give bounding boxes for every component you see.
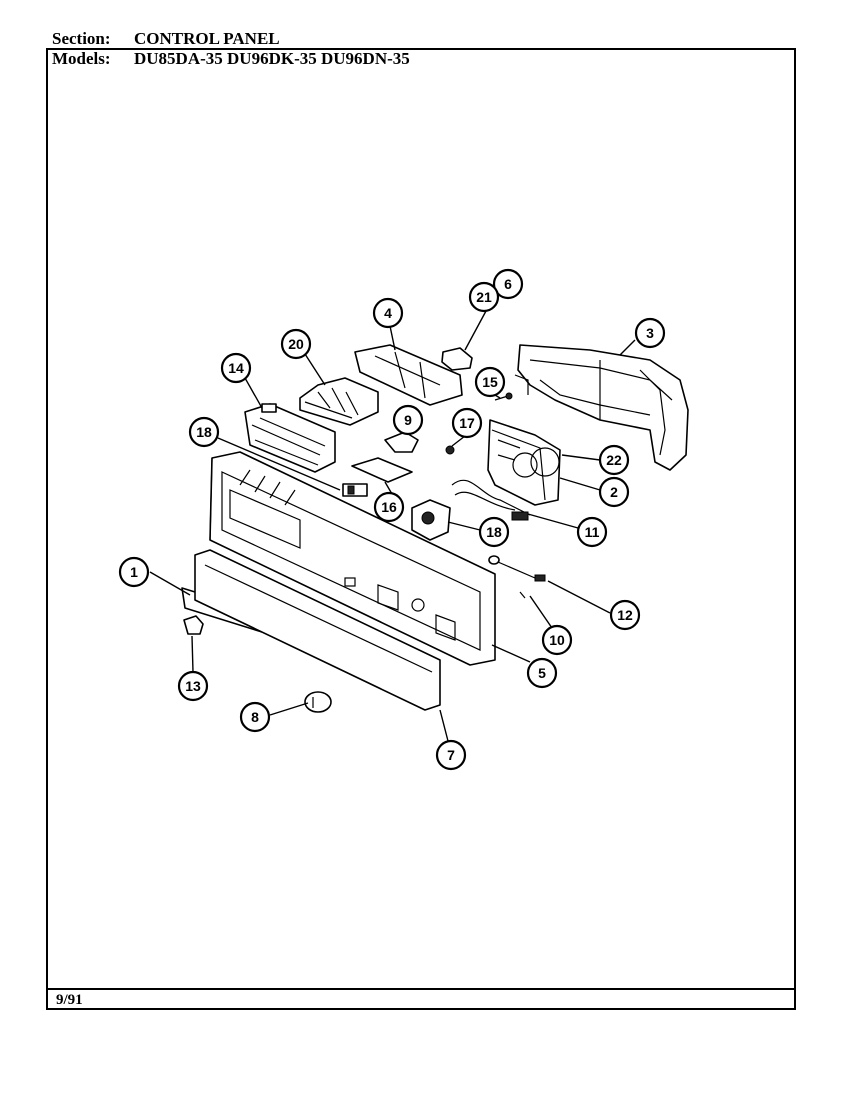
callout-18-left-label: 18 bbox=[196, 424, 212, 440]
part-button bbox=[183, 615, 204, 635]
section-value: CONTROL PANEL bbox=[134, 29, 280, 48]
callout-20: 20 bbox=[280, 328, 312, 360]
callout-21-label: 21 bbox=[476, 289, 492, 305]
callout-3-label: 3 bbox=[646, 325, 654, 341]
callout-2-label: 2 bbox=[610, 484, 618, 500]
callout-4-label: 4 bbox=[384, 305, 392, 321]
callout-16: 16 bbox=[373, 491, 405, 523]
callout-22-label: 22 bbox=[606, 452, 622, 468]
part-bracket bbox=[384, 431, 419, 453]
part-lens-strip bbox=[354, 344, 463, 406]
callout-9: 9 bbox=[392, 404, 424, 436]
callout-13: 13 bbox=[177, 670, 209, 702]
revision-date: 9/91 bbox=[56, 992, 83, 1008]
callout-17: 17 bbox=[451, 407, 483, 439]
part-switch-bank bbox=[299, 377, 379, 426]
part-screw bbox=[494, 392, 513, 401]
callout-7: 7 bbox=[435, 739, 467, 771]
part-housing bbox=[514, 344, 689, 471]
callout-10: 10 bbox=[541, 624, 573, 656]
models-label: Models: bbox=[52, 49, 111, 68]
part-clip bbox=[445, 445, 455, 455]
callout-17-label: 17 bbox=[459, 415, 475, 431]
callout-14-label: 14 bbox=[228, 360, 244, 376]
part-switch-left bbox=[342, 483, 368, 497]
callout-18-right-label: 18 bbox=[486, 524, 502, 540]
part-relay bbox=[441, 347, 473, 371]
section-heading: Section: CONTROL PANEL bbox=[52, 29, 280, 49]
callout-6-label: 6 bbox=[504, 276, 512, 292]
callout-21: 21 bbox=[468, 281, 500, 313]
diagram-frame bbox=[46, 48, 796, 1010]
callout-5-label: 5 bbox=[538, 665, 546, 681]
callout-9-label: 9 bbox=[404, 412, 412, 428]
part-keypad-assembly bbox=[244, 403, 336, 473]
part-trim bbox=[194, 549, 441, 711]
footer-divider bbox=[46, 988, 796, 990]
callout-18-right: 18 bbox=[478, 516, 510, 548]
callout-1: 1 bbox=[118, 556, 150, 588]
callout-15: 15 bbox=[474, 366, 506, 398]
callout-11: 11 bbox=[576, 516, 608, 548]
callout-5: 5 bbox=[526, 657, 558, 689]
callout-7-label: 7 bbox=[447, 747, 455, 763]
callout-12: 12 bbox=[609, 599, 641, 631]
callout-14: 14 bbox=[220, 352, 252, 384]
part-control-panel bbox=[209, 451, 496, 666]
callout-18-left: 18 bbox=[188, 416, 220, 448]
callout-12-label: 12 bbox=[617, 607, 633, 623]
callout-22: 22 bbox=[598, 444, 630, 476]
part-knob bbox=[304, 691, 332, 713]
section-label: Section: bbox=[52, 29, 111, 48]
part-rotary-switch bbox=[411, 499, 451, 541]
callout-2: 2 bbox=[598, 476, 630, 508]
callout-4: 4 bbox=[372, 297, 404, 329]
models-heading: Models: DU85DA-35 DU96DK-35 DU96DN-35 bbox=[52, 49, 410, 69]
callout-10-label: 10 bbox=[549, 632, 565, 648]
callout-15-label: 15 bbox=[482, 374, 498, 390]
part-control-board bbox=[351, 457, 413, 483]
part-connector bbox=[488, 555, 546, 599]
part-harness bbox=[451, 479, 531, 521]
part-timer bbox=[487, 419, 561, 506]
callout-6: 6 bbox=[492, 268, 524, 300]
callout-8: 8 bbox=[239, 701, 271, 733]
callout-20-label: 20 bbox=[288, 336, 304, 352]
callout-11-label: 11 bbox=[585, 524, 600, 540]
callout-3: 3 bbox=[634, 317, 666, 349]
callout-8-label: 8 bbox=[251, 709, 259, 725]
callout-16-label: 16 bbox=[381, 499, 397, 515]
models-value: DU85DA-35 DU96DK-35 DU96DN-35 bbox=[134, 49, 410, 68]
callout-13-label: 13 bbox=[185, 678, 201, 694]
callout-1-label: 1 bbox=[130, 564, 138, 580]
